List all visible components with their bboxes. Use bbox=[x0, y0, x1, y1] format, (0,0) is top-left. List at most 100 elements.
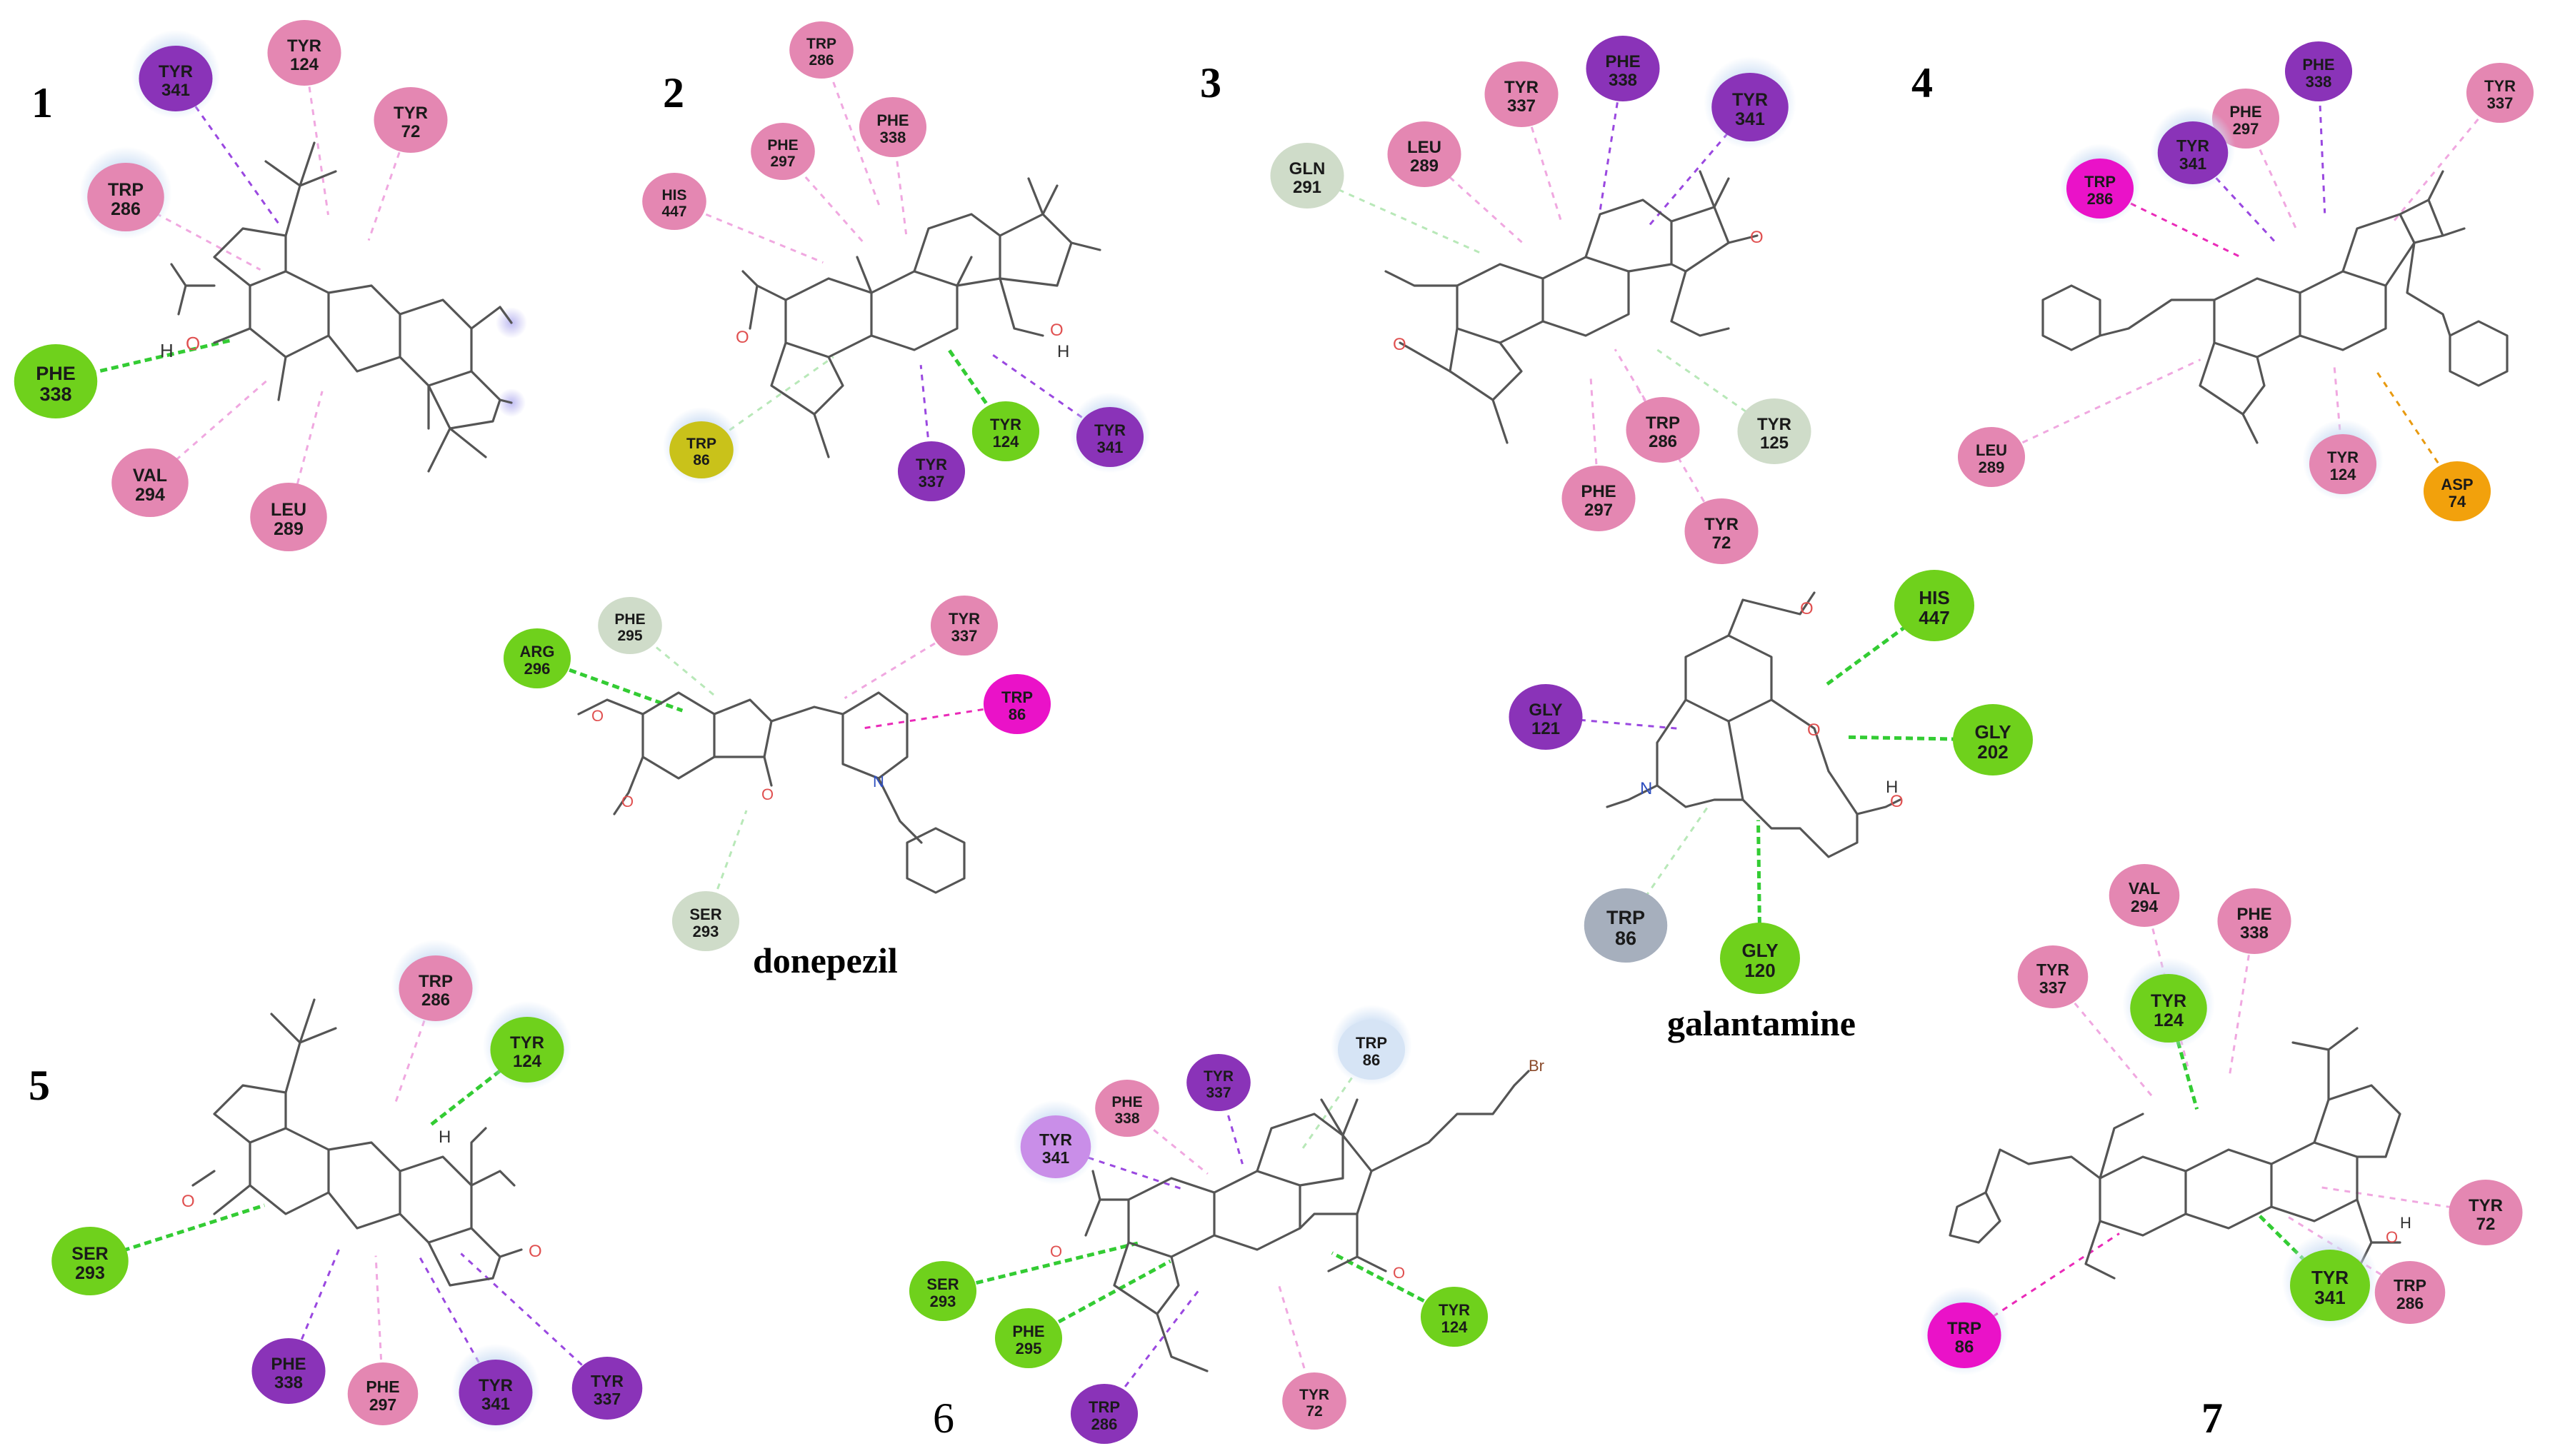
residue-number: 120 bbox=[1744, 960, 1775, 981]
residue-bubble bbox=[669, 421, 734, 478]
residue-bubble bbox=[2374, 1261, 2446, 1324]
residue-name: TYR bbox=[2484, 77, 2516, 95]
residue-number: 297 bbox=[770, 154, 795, 170]
residue-number: 72 bbox=[401, 122, 421, 141]
svg-text:O: O bbox=[621, 793, 634, 810]
residue-bubble bbox=[789, 21, 854, 79]
interaction-line bbox=[1589, 375, 1600, 499]
residue-number: 286 bbox=[1091, 1415, 1118, 1433]
interaction-lines bbox=[55, 49, 2501, 1415]
residue-layer: TYR341TYR124TYR72TRP286PHE338VAL294LEU28… bbox=[14, 20, 2534, 1444]
residue-number: 297 bbox=[1584, 501, 1613, 520]
svg-text:O: O bbox=[529, 1242, 542, 1261]
residue-name: PHE bbox=[271, 1355, 306, 1374]
residue-bubble bbox=[994, 1308, 1063, 1368]
residue-name: PHE bbox=[2236, 905, 2271, 924]
residue-number: 202 bbox=[1977, 741, 2008, 763]
ligand-structure-1: H O bbox=[160, 141, 527, 473]
residue-name: TYR bbox=[1757, 415, 1791, 434]
residue-number: 341 bbox=[1735, 109, 1765, 129]
svg-text:O: O bbox=[1890, 792, 1904, 811]
residue-number: 286 bbox=[2396, 1294, 2424, 1312]
interaction-line bbox=[2244, 118, 2299, 232]
galantamine-label: galantamine bbox=[1667, 1003, 1856, 1043]
h-atom: H bbox=[160, 340, 174, 361]
residue-name: TRP bbox=[1606, 907, 1645, 928]
residue-name: PHE bbox=[1581, 482, 1616, 501]
ligand-structure-5: O H O bbox=[181, 998, 542, 1287]
residue-number: 338 bbox=[2240, 923, 2269, 943]
residue-number: 337 bbox=[1206, 1085, 1231, 1101]
svg-text:O: O bbox=[1050, 321, 1064, 340]
residue-bubble bbox=[2017, 945, 2089, 1008]
residue-bubble bbox=[983, 674, 1051, 734]
residue-name: HIS bbox=[1919, 587, 1949, 608]
residue-number: 124 bbox=[2154, 1010, 2184, 1030]
panel-number-6: 6 bbox=[933, 1395, 954, 1442]
residue-bubble bbox=[399, 955, 473, 1021]
residue-number: 337 bbox=[2487, 94, 2514, 112]
residue-name: TRP bbox=[1089, 1398, 1120, 1416]
residue-name: PHE bbox=[767, 137, 798, 154]
residue-name: VAL bbox=[133, 466, 167, 486]
residue-name: TYR bbox=[2176, 136, 2209, 155]
residue-number: 72 bbox=[1306, 1403, 1322, 1420]
residue-number: 72 bbox=[1712, 533, 1731, 553]
interaction-line bbox=[429, 1048, 529, 1127]
interaction-line bbox=[1306, 174, 1481, 254]
residue-name: TRP bbox=[2394, 1276, 2426, 1295]
residue-name: TYR bbox=[394, 104, 428, 123]
residue-number: 341 bbox=[1042, 1148, 1070, 1167]
interaction-line bbox=[1299, 1049, 1373, 1153]
residue-bubble bbox=[671, 891, 740, 951]
residue-bubble bbox=[598, 597, 662, 654]
residue-name: TYR bbox=[510, 1033, 544, 1053]
residue-name: TRP bbox=[2084, 173, 2116, 191]
residue-bubble bbox=[2157, 121, 2229, 184]
residue-bubble bbox=[503, 628, 571, 688]
residue-bubble bbox=[1484, 61, 1559, 127]
residue-bubble bbox=[1186, 1054, 1251, 1111]
residue-bubble bbox=[2217, 888, 2291, 954]
interaction-line bbox=[781, 151, 866, 244]
residue-number: 447 bbox=[1919, 607, 1949, 628]
residue-name: HIS bbox=[661, 187, 686, 204]
panel-number-1: 1 bbox=[31, 79, 53, 126]
residue-bubble bbox=[2449, 1180, 2523, 1245]
residue-name: TYR bbox=[2469, 1196, 2503, 1215]
residue-number: 297 bbox=[369, 1395, 396, 1414]
residue-number: 295 bbox=[617, 628, 642, 644]
residue-number: 72 bbox=[2476, 1215, 2496, 1234]
residue-number: 341 bbox=[481, 1395, 510, 1414]
residue-number: 124 bbox=[290, 55, 319, 74]
residue-name: SER bbox=[689, 905, 721, 923]
residue-number: 86 bbox=[1615, 928, 1636, 949]
svg-text:O: O bbox=[1393, 335, 1406, 354]
residue-number: 338 bbox=[880, 129, 906, 146]
